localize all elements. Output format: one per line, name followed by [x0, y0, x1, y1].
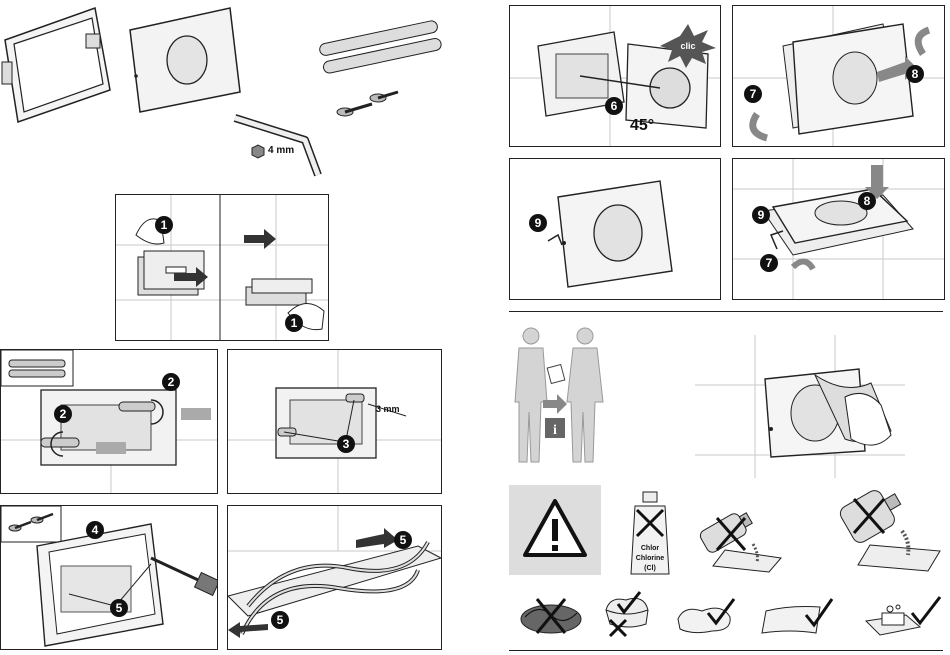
soft-cloth: [760, 597, 840, 639]
scouring-sponge: [600, 590, 655, 640]
svg-text:1: 1: [161, 218, 168, 232]
svg-text:7: 7: [766, 256, 773, 270]
svg-text:5: 5: [116, 601, 123, 615]
step-2-badge-a: 2: [162, 373, 180, 391]
step-3-badge: 3: [337, 435, 355, 453]
step-3-panel: 3 3 mm: [227, 349, 442, 494]
step-9-badge: 9: [529, 214, 547, 232]
step-6-panel: clic 6 45°: [509, 5, 721, 147]
svg-text:Chlorine: Chlorine: [636, 555, 664, 562]
svg-text:5: 5: [400, 533, 407, 547]
svg-text:1: 1: [291, 316, 298, 330]
check-icon: [912, 597, 940, 623]
step-5-badge-a: 5: [394, 531, 412, 549]
svg-text:8: 8: [912, 67, 919, 81]
step-5-hoses-panel: 5 5: [227, 505, 442, 650]
step-2-panel: 2 2: [0, 349, 218, 494]
svg-text:8: 8: [864, 194, 871, 208]
info-icon: i: [545, 418, 565, 438]
chlorine-bottle: Chlor Chlorine (Cl): [625, 488, 675, 578]
svg-text:5: 5: [277, 613, 284, 627]
step-1-badge-a: 1: [155, 216, 173, 234]
step-7-badge-b: 7: [760, 254, 778, 272]
powder-cleaner: [695, 510, 785, 575]
step-2-badge-b: 2: [54, 405, 72, 423]
section-divider: [509, 311, 943, 312]
soft-sponge: [672, 595, 742, 640]
mild-soap: [860, 595, 945, 640]
svg-text:9: 9: [758, 208, 765, 222]
svg-text:(Cl): (Cl): [644, 565, 656, 572]
handover-illustration: i: [509, 322, 619, 470]
step-5-badge: 5: [110, 599, 128, 617]
step-1-badge-b: 1: [285, 314, 303, 332]
cover-plate: [130, 8, 240, 112]
hex-key-size-label: 4 mm: [268, 145, 294, 156]
svg-text:2: 2: [168, 375, 175, 389]
step-6-badge: 6: [605, 97, 623, 115]
svg-text:9: 9: [535, 216, 542, 230]
screws: [337, 92, 398, 116]
step-1-panel: 1 1: [115, 194, 329, 341]
svg-text:2: 2: [60, 407, 67, 421]
svg-text:i: i: [553, 423, 557, 438]
mounting-frame: [2, 8, 110, 122]
liquid-cleaner: [830, 485, 945, 575]
svg-text:4: 4: [92, 523, 99, 537]
steel-wool: [511, 593, 591, 638]
step-4-badge: 4: [86, 521, 104, 539]
step-8-badge-b: 8: [858, 192, 876, 210]
svg-text:3: 3: [343, 437, 350, 451]
step-7-8-panel: 7 8: [732, 5, 945, 147]
step-9-panel: 9: [509, 158, 721, 300]
svg-text:6: 6: [611, 99, 618, 113]
svg-text:7: 7: [750, 87, 757, 101]
gap-label: 3 mm: [376, 404, 400, 414]
svg-text:clic: clic: [680, 41, 695, 51]
step-4-5-panel: 4 5: [0, 505, 218, 650]
step-7-8-9-panel: 9 8 7: [732, 158, 945, 300]
svg-text:Chlor: Chlor: [641, 545, 660, 552]
step-9-badge-b: 9: [752, 206, 770, 224]
warning-icon: [525, 501, 585, 555]
parts-overview: 4 mm: [0, 0, 460, 185]
warning-panel: [509, 485, 601, 575]
threaded-rods: [319, 20, 443, 74]
step-8-badge: 8: [906, 65, 924, 83]
step-5-badge-b: 5: [271, 611, 289, 629]
step-7-badge: 7: [744, 85, 762, 103]
angle-label: 45°: [630, 117, 654, 134]
cleaning-illustration: [695, 335, 905, 478]
bottom-divider: [509, 650, 943, 651]
